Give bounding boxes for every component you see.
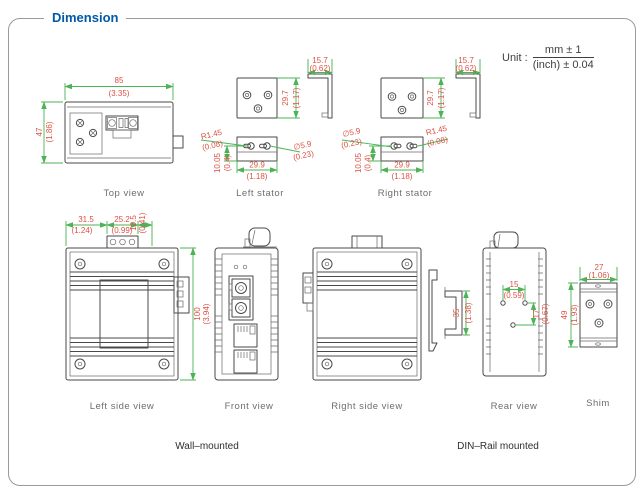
dim-lside-height-mm: 100 [193, 307, 202, 321]
dim-lside-seg1-in: (1.24) [72, 226, 93, 235]
dim-shim-height-mm: 49 [560, 310, 569, 319]
rear-view-label: Rear view [491, 401, 538, 412]
dim-rstator-slot-span-in: (1.18) [392, 172, 413, 181]
dim-shim-width-mm: 27 [595, 263, 604, 272]
right-stator-drawing: 29.7 (1.17) 15.7 (0.62) ∅5.9 (0.23) R1.4… [340, 56, 481, 199]
left-side-view-label: Left side view [90, 401, 155, 412]
dim-lside-seg2-in: (0.99) [112, 226, 133, 235]
dim-rear-hole-offset-in: (0.67) [541, 303, 550, 324]
right-side-view-drawing: Right side view [302, 235, 422, 412]
unit-label: Unit : [502, 51, 528, 64]
dim-rstator-flange-mm: 15.7 [458, 56, 474, 65]
left-side-view-drawing: 31.5 (1.24) 25.2 (0.99) 10.5 (0.41) 100 … [65, 212, 211, 412]
front-view-label: Front view [225, 401, 274, 412]
dim-lside-seg3-mm: 10.5 [129, 215, 138, 231]
dim-rstator-flange-in: (0.62) [456, 64, 477, 73]
dim-rstator-slot-offset-mm: 10.05 [354, 152, 363, 173]
dim-lside-seg1-mm: 31.5 [78, 215, 94, 224]
dim-lstator-slot-span-mm: 29.9 [249, 161, 265, 170]
unit-fraction: mm ± 1 (inch) ± 0.04 [532, 44, 594, 71]
dim-lstator-flange-mm: 15.7 [312, 56, 328, 65]
dim-rstator-height-in: (1.17) [437, 87, 446, 108]
top-view-drawing: 85 (3.35) 47 (1.86) Top view [35, 76, 184, 199]
wall-mounted-label: Wall–mounted [175, 441, 239, 452]
unit-mm-tolerance: mm ± 1 [532, 44, 594, 58]
dim-clip-height-in: (1.38) [464, 302, 473, 323]
dim-top-width-mm: 85 [115, 76, 124, 85]
unit-inch-tolerance: (inch) ± 0.04 [532, 59, 594, 71]
dim-lstator-flange-in: (0.62) [310, 64, 331, 73]
dim-lstator-slot-offset-in: (0.4) [223, 154, 232, 171]
section-frame [8, 18, 636, 486]
dim-lside-seg2-mm: 25.2 [114, 215, 130, 224]
dim-lside-height-in: (3.94) [202, 303, 211, 324]
dim-lstator-slot-span-in: (1.18) [247, 172, 268, 181]
right-side-view-label: Right side view [331, 401, 402, 412]
dim-rstator-height-mm: 29.7 [426, 90, 435, 106]
shim-drawing: 27 (1.06) 49 (1.93) Shim [560, 263, 618, 409]
unit-note: Unit : mm ± 1 (inch) ± 0.04 [502, 44, 594, 71]
rear-view-drawing: 15 (0.59) 17 (0.67) Rear view [482, 231, 550, 412]
dim-rear-hole-span-mm: 15 [510, 280, 519, 289]
dim-shim-width-in: (1.06) [589, 271, 610, 280]
dim-top-width-in: (3.35) [109, 89, 130, 98]
top-view-label: Top view [104, 188, 145, 199]
dim-top-depth-in: (1.86) [45, 121, 54, 142]
dim-clip-height-mm: 35 [452, 308, 461, 317]
din-rail-clip-drawing: 35 (1.38) [428, 269, 473, 352]
dim-rstator-slot-offset-in: (0.4) [364, 154, 373, 171]
left-stator-drawing: 29.7 (1.17) 15.7 (0.62) R1.45 (0.08) ∅5.… [200, 56, 333, 199]
left-stator-label: Left stator [236, 188, 284, 199]
dim-lstator-hole-dia: ∅5.9 [293, 139, 313, 152]
dim-rstator-slot-span-mm: 29.9 [394, 161, 410, 170]
dim-rstator-slot-radius-in: (0.08) [426, 135, 449, 149]
front-view-drawing: Front view [214, 227, 279, 412]
dim-shim-height-in: (1.93) [570, 304, 579, 325]
dim-rear-hole-offset-mm: 17 [532, 309, 541, 318]
shim-label: Shim [586, 398, 610, 409]
right-stator-label: Right stator [378, 188, 433, 199]
dim-lstator-slot-offset-mm: 10.05 [213, 152, 222, 173]
dim-rear-hole-span-in: (0.59) [504, 291, 525, 300]
dim-rstator-hole-dia: ∅5.9 [342, 126, 362, 139]
dim-top-depth-mm: 47 [35, 127, 44, 136]
dim-lstator-height-in: (1.17) [292, 87, 301, 108]
dim-lstator-height-mm: 29.7 [281, 90, 290, 106]
section-title: Dimension [44, 10, 127, 25]
din-rail-mounted-label: DIN–Rail mounted [457, 441, 539, 452]
dim-lside-seg3-in: (0.41) [138, 212, 147, 233]
